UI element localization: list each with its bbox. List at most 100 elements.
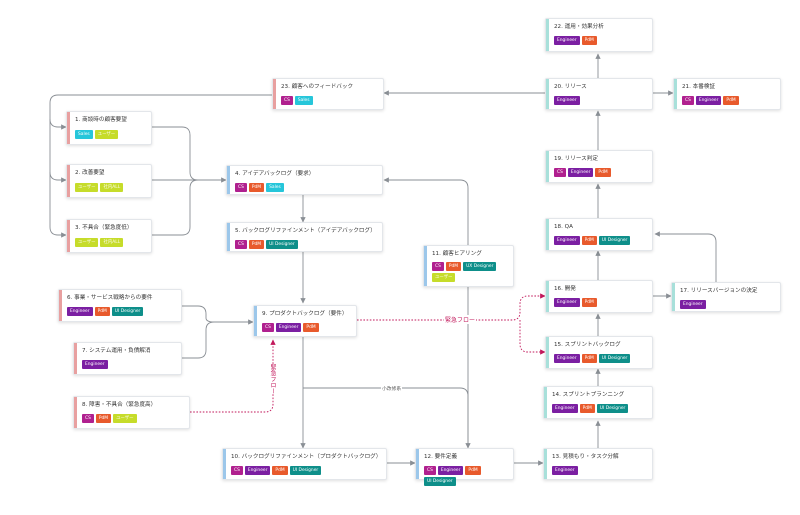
node-accent-bar — [546, 219, 549, 250]
node-title: 15. スプリントバックログ — [554, 342, 621, 348]
role-tag: Engineer — [275, 323, 302, 332]
node-title: 17. リリースバージョンの決定 — [680, 288, 758, 294]
node-14[interactable]: 14. スプリントプランニング Engineer PdM UI Designer — [543, 386, 653, 419]
role-tag: PdM — [465, 466, 481, 475]
node-16[interactable]: 16. 開発 Engineer PdM — [545, 280, 653, 313]
node-accent-bar — [67, 220, 70, 252]
node-21[interactable]: 21. 本番検証 CS Engineer PdM — [673, 78, 781, 110]
node-19[interactable]: 19. リリース判定 CS Engineer PdM — [545, 150, 653, 183]
node-5[interactable]: 5. バックログリファインメント（アイデアバックログ） CS PdM UI De… — [226, 222, 383, 252]
node-title: 13. 見積もり・タスク分解 — [552, 454, 619, 460]
role-tag: PdM — [445, 262, 462, 271]
edge-6-to-9 — [182, 305, 254, 325]
node-15[interactable]: 15. スプリントバックログ Engineer PdM UI Designer — [545, 336, 653, 369]
node-title: 5. バックログリファインメント（アイデアバックログ） — [235, 228, 376, 234]
role-tag: Engineer — [552, 404, 578, 413]
role-tag: Engineer — [82, 360, 108, 369]
node-tags: ユーザー 社内ALL — [75, 183, 145, 192]
node-tags: Engineer — [680, 300, 774, 309]
role-tag: PdM — [579, 404, 595, 413]
role-tag: Sales — [266, 183, 284, 192]
node-10[interactable]: 10. バックログリファインメント（プロダクトバックログ） CS Enginee… — [222, 448, 387, 480]
node-title: 19. リリース判定 — [554, 156, 598, 162]
node-3[interactable]: 3. 不具合（緊急度低） ユーザー 社内ALL — [66, 219, 152, 253]
node-tags: Engineer PdM UI Designer — [554, 236, 646, 245]
node-title: 8. 障害・不具合（緊急度高） — [82, 402, 157, 408]
role-tag: ユーザー — [432, 273, 456, 282]
node-tags: CS Engineer PdM UI Designer — [424, 466, 507, 486]
node-2[interactable]: 2. 改善要望 ユーザー 社内ALL — [66, 164, 152, 198]
role-tag: PdM — [581, 298, 597, 307]
edge-1-to-4 — [152, 126, 227, 183]
urgent-flow-vertical-label: 緊急フロー — [267, 364, 278, 394]
node-tags: Engineer PdM UI Designer — [552, 404, 646, 413]
node-accent-bar — [674, 79, 677, 109]
node-tags: CS PdM Sales — [235, 183, 376, 192]
urgent-flow-label: 緊急フロー — [444, 315, 477, 324]
node-accent-bar — [59, 290, 62, 321]
node-tags: Engineer PdM — [554, 36, 646, 45]
node-4[interactable]: 4. アイデアバックログ（要求） CS PdM Sales — [226, 165, 383, 195]
node-title: 12. 要件定義 — [424, 454, 458, 460]
node-18[interactable]: 18. QA Engineer PdM UI Designer — [545, 218, 653, 251]
role-tag: ユーザー — [113, 414, 137, 423]
role-tag: PdM — [581, 354, 597, 363]
node-tags: Engineer — [82, 360, 175, 369]
edge-9-to-15-urgent — [519, 320, 546, 355]
node-17[interactable]: 17. リリースバージョンの決定 Engineer — [671, 282, 781, 312]
node-22[interactable]: 22. 運用・効果分析 Engineer PdM — [545, 18, 653, 52]
node-12[interactable]: 12. 要件定義 CS Engineer PdM UI Designer — [415, 448, 514, 486]
node-title: 2. 改善要望 — [75, 170, 105, 176]
node-1[interactable]: 1. 商談時の顧客要望 Sales ユーザー — [66, 111, 152, 145]
role-tag: Engineer — [554, 236, 580, 245]
node-tags: Engineer — [554, 96, 646, 105]
node-tags: Engineer PdM — [554, 298, 646, 307]
node-11[interactable]: 11. 顧客ヒアリング CS PdM UX Designer ユーザー — [423, 245, 514, 287]
node-tags: Engineer — [552, 466, 646, 475]
node-accent-bar — [546, 337, 549, 368]
role-tag: Sales — [75, 130, 93, 139]
role-tag: PdM — [95, 414, 112, 423]
node-tags: CS Engineer PdM UI Designer — [231, 466, 380, 475]
node-6[interactable]: 6. 事業・サービス戦略からの要件 Engineer PdM UI Design… — [58, 289, 182, 322]
role-tag: PdM — [272, 466, 288, 475]
node-accent-bar — [74, 397, 77, 428]
role-tag: CS — [235, 183, 247, 192]
node-8[interactable]: 8. 障害・不具合（緊急度高） CS PdM ユーザー — [73, 396, 190, 429]
role-tag: Engineer — [554, 96, 580, 105]
node-9[interactable]: 9. プロダクトバックログ（要件） CS Engineer PdM — [253, 305, 357, 337]
node-tags: CS PdM UX Designer ユーザー — [432, 262, 507, 282]
role-tag: UX Designer — [463, 262, 497, 271]
node-accent-bar — [544, 387, 547, 418]
node-title: 6. 事業・サービス戦略からの要件 — [67, 295, 153, 301]
role-tag: CS — [82, 414, 94, 423]
node-title: 10. バックログリファインメント（プロダクトバックログ） — [231, 454, 382, 460]
role-tag: CS — [281, 96, 293, 105]
role-tag: 社内ALL — [100, 183, 124, 192]
role-tag: ユーザー — [75, 238, 99, 247]
role-tag: ユーザー — [75, 183, 99, 192]
node-title: 3. 不具合（緊急度低） — [75, 225, 133, 231]
node-accent-bar — [672, 283, 675, 311]
node-13[interactable]: 13. 見積もり・タスク分解 Engineer — [543, 448, 653, 480]
node-accent-bar — [273, 79, 276, 109]
node-title: 7. システム運用・負債解消 — [82, 348, 151, 354]
node-20[interactable]: 20. リリース Engineer — [545, 78, 653, 110]
role-tag: UI Designer — [598, 236, 631, 245]
edge-17-to-18 — [654, 231, 717, 282]
node-title: 18. QA — [554, 224, 573, 230]
node-23[interactable]: 23. 顧客へのフィードバック CS Sales — [272, 78, 384, 110]
role-tag: CS — [235, 240, 247, 249]
role-tag: Engineer — [567, 168, 594, 177]
role-tag: CS — [262, 323, 274, 332]
node-accent-bar — [416, 449, 419, 479]
node-title: 4. アイデアバックログ（要求） — [235, 171, 315, 177]
node-tags: CS Engineer PdM — [682, 96, 774, 105]
role-tag: Engineer — [554, 36, 580, 45]
node-tags: ユーザー 社内ALL — [75, 238, 145, 247]
node-7[interactable]: 7. システム運用・負債解消 Engineer — [73, 342, 182, 375]
role-tag: PdM — [595, 168, 611, 177]
node-title: 14. スプリントプランニング — [552, 392, 625, 398]
role-tag: Engineer — [680, 300, 706, 309]
